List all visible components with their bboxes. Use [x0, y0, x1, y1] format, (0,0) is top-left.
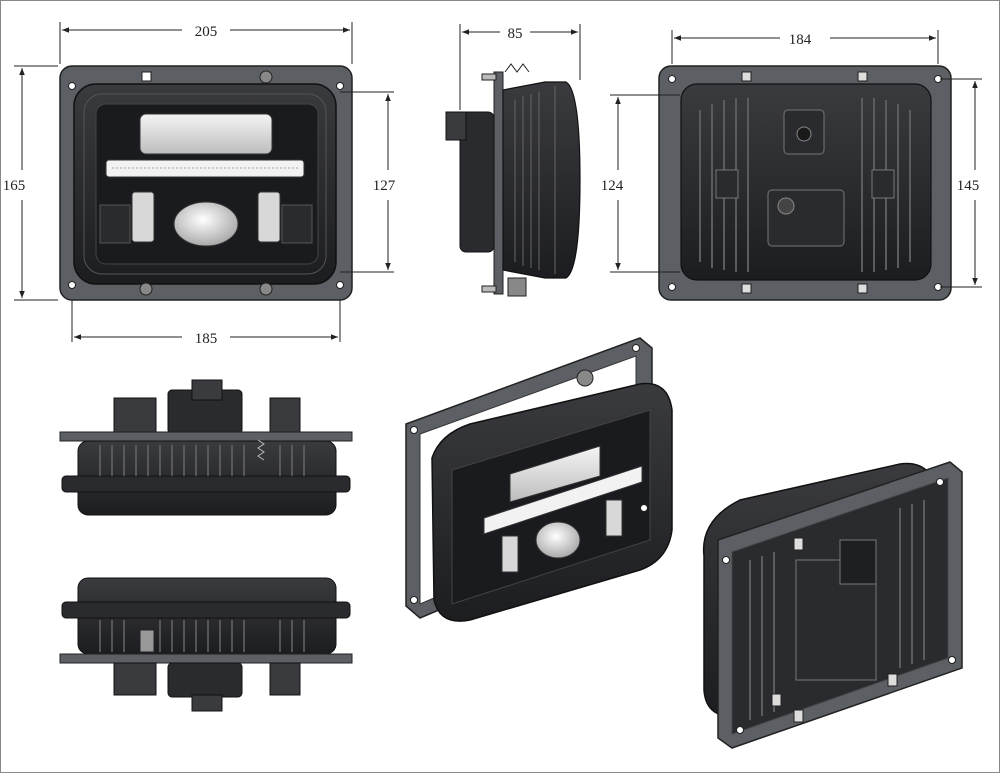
dim-rear-height: 145	[957, 178, 980, 194]
rear-dimensions	[610, 30, 982, 288]
dim-rear-mount-height: 124	[601, 178, 624, 194]
screw-icon	[259, 70, 273, 84]
side-dimensions	[459, 24, 581, 110]
upper-lens	[139, 113, 273, 155]
dim-rear-width: 184	[789, 32, 812, 48]
dim-front-width: 205	[195, 24, 218, 40]
top-view	[59, 379, 353, 516]
front-view	[59, 65, 353, 301]
dim-front-height: 165	[3, 178, 26, 194]
bottom-view	[59, 577, 353, 712]
front-dimensions	[14, 22, 394, 342]
dim-side-depth: 85	[508, 26, 523, 42]
isometric-front	[405, 337, 673, 622]
rear-view	[658, 65, 952, 301]
dim-front-mount-width: 185	[195, 331, 218, 347]
side-view	[445, 63, 581, 297]
isometric-rear	[702, 461, 963, 749]
dim-front-inner-height: 127	[373, 178, 396, 194]
projector-lens	[173, 201, 239, 247]
